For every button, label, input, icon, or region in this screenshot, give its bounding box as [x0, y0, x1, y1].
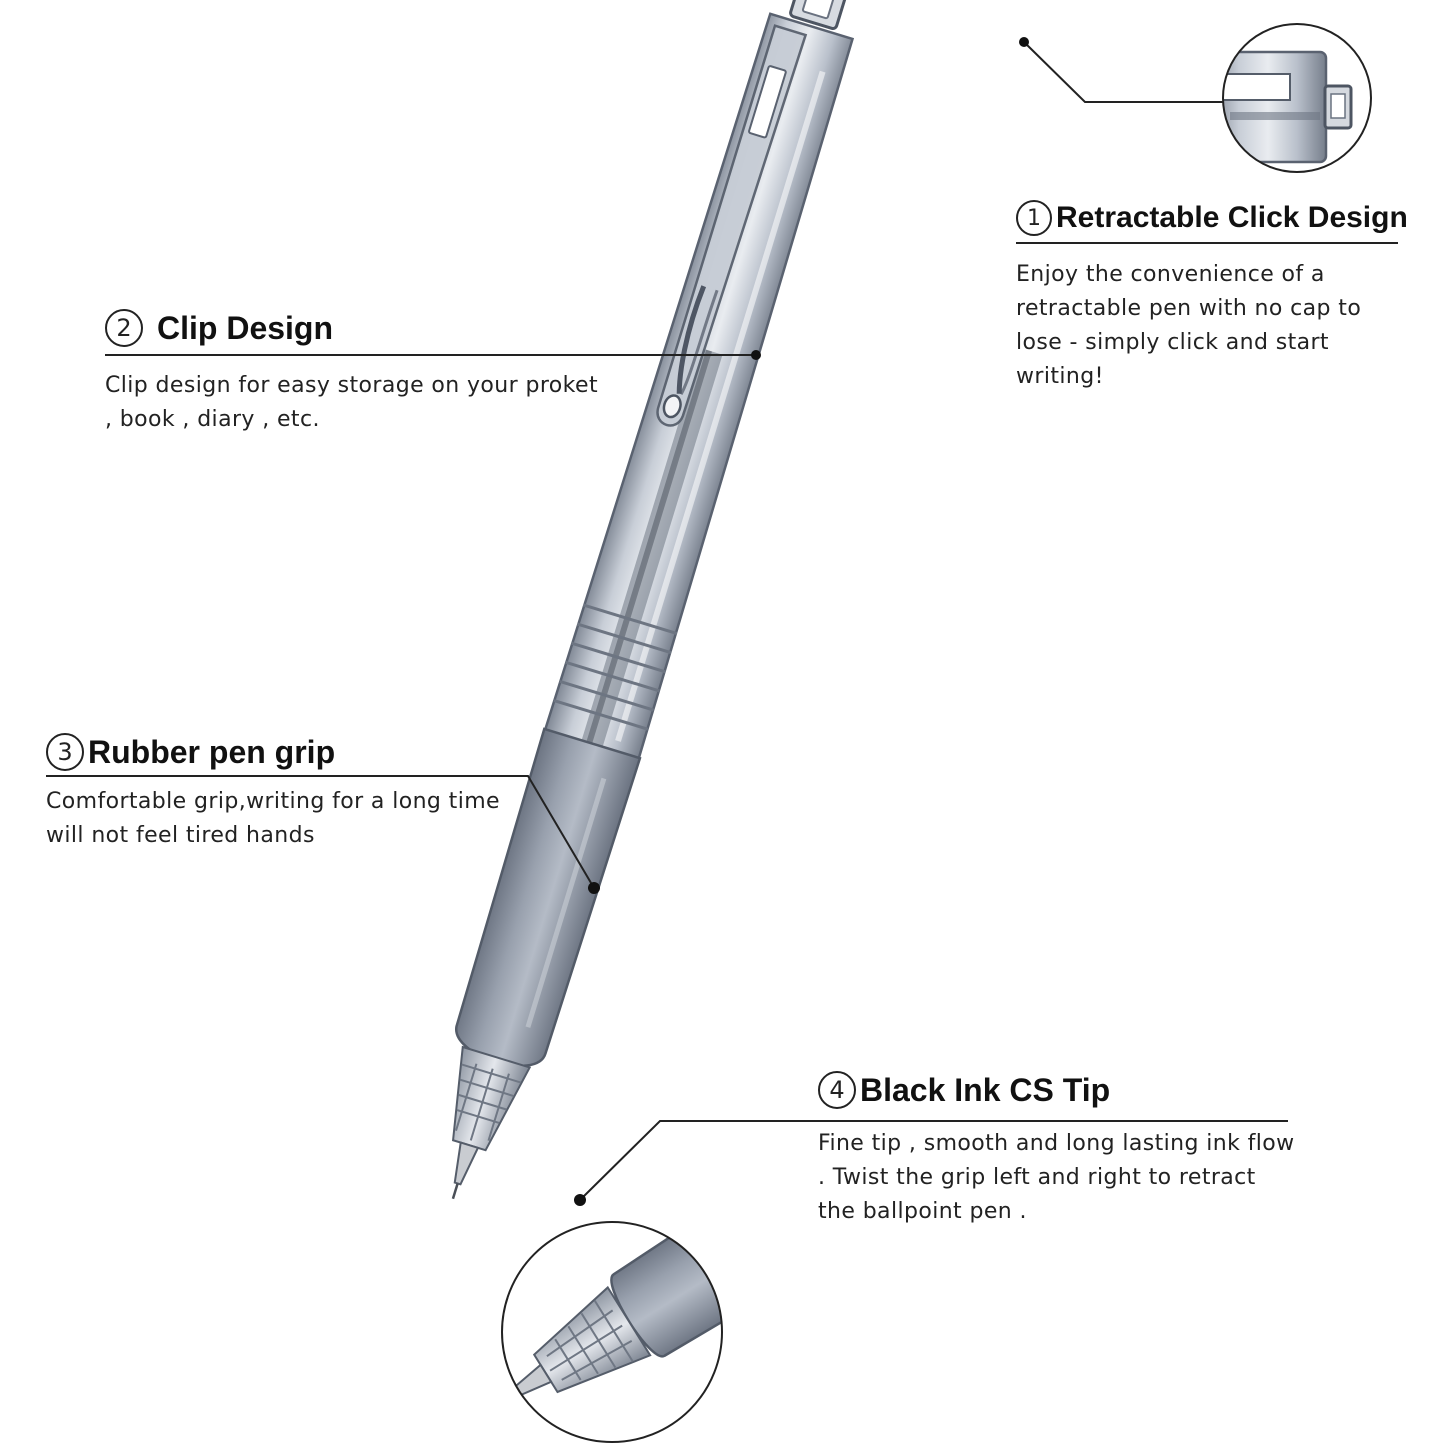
tip-detail-zoom: [501, 1221, 723, 1443]
feature-description: Enjoy the convenience of a retractable p…: [1016, 262, 1362, 389]
feature-description: Clip design for easy storage on your pro…: [105, 373, 598, 432]
feature-heading: 3 Rubber pen grip: [46, 733, 530, 771]
feature-description: Fine tip , smooth and long lasting ink f…: [818, 1131, 1295, 1224]
feature-ink-tip: 4 Black Ink CS Tip Fine tip , smooth and…: [818, 1071, 1294, 1229]
click-detail-zoom: [1222, 23, 1372, 173]
feature-retractable-click: 1 Retractable Click Design Enjoy the con…: [1016, 200, 1408, 394]
feature-clip-design: 2 Clip Design Clip design for easy stora…: [105, 309, 756, 437]
feature-heading: 2 Clip Design: [105, 309, 756, 347]
feature-title: Retractable Click Design: [1056, 201, 1408, 234]
pen-body: [451, 0, 855, 1200]
feature-title: Clip Design: [157, 309, 334, 346]
feature-rubber-grip: 3 Rubber pen grip Comfortable grip,writi…: [46, 733, 530, 853]
feature-number-badge: 3: [46, 733, 84, 771]
feature-description: Comfortable grip,writing for a long time…: [46, 789, 500, 848]
feature-number-badge: 4: [818, 1071, 856, 1109]
feature-heading: 1 Retractable Click Design: [1016, 200, 1408, 236]
feature-number-badge: 2: [105, 309, 143, 347]
feature-heading: 4 Black Ink CS Tip: [818, 1071, 1288, 1109]
feature-number-badge: 1: [1016, 200, 1052, 236]
feature-title: Black Ink CS Tip: [860, 1071, 1111, 1108]
feature-title: Rubber pen grip: [88, 733, 336, 770]
feature-divider: [1016, 242, 1398, 244]
